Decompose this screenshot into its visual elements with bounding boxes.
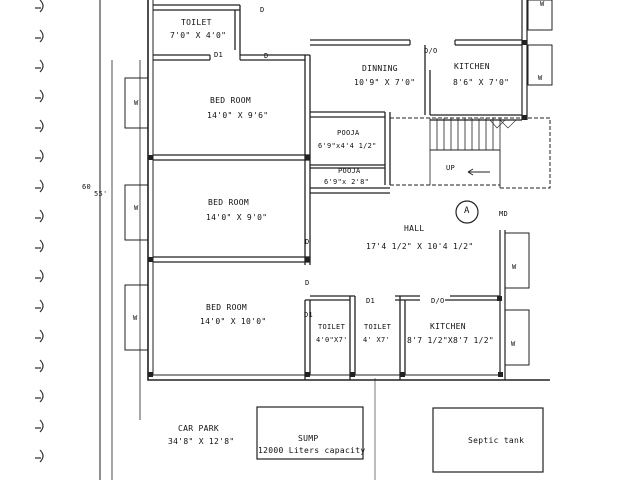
kitchen-top-size: 8'6" X 7'0": [453, 78, 510, 87]
bedroom1-name: BED ROOM: [210, 96, 251, 105]
toilet-b1-size: 4'0"X7': [316, 336, 348, 344]
binder-coil: [35, 0, 44, 463]
kitchen-bottom-size: 8'7 1/2"X8'7 1/2": [407, 336, 494, 345]
main-door-tag: MD: [499, 210, 509, 218]
bedroom2-size: 14'0" X 9'0": [206, 213, 268, 222]
bedroom3-name: BED ROOM: [206, 303, 247, 312]
bedroom1-size: 14'0" X 9'6": [207, 111, 269, 120]
window-tag: W: [538, 74, 543, 82]
pooja1-name: POOJA: [337, 129, 360, 137]
door-d1-tag: D1: [214, 51, 224, 59]
toilet-top-size: 7'0" X 4'0": [170, 31, 227, 40]
septic-tank-name: Septic tank: [468, 436, 525, 445]
hall-size: 17'4 1/2" X 10'4 1/2": [366, 242, 474, 251]
toilet-b2-name: TOILET: [364, 323, 392, 331]
dimension-label: 60: [82, 183, 92, 191]
door-d1-tag: D1: [304, 311, 314, 319]
section-marker-a: A: [464, 206, 470, 216]
sump-size: 12000 Liters capacity: [258, 446, 366, 455]
window-tag: W: [512, 263, 517, 271]
door-do-tag: D/O: [424, 47, 438, 55]
kitchen-bottom-name: KITCHEN: [430, 322, 466, 331]
dinning-name: DINNING: [362, 64, 398, 73]
toilet-b2-size: 4' X7': [363, 336, 391, 344]
window-tag: W: [134, 99, 139, 107]
door-d1-tag: D1: [366, 297, 376, 305]
toilet-top-name: TOILET: [181, 18, 212, 27]
dimension-label-2: 55': [94, 190, 108, 198]
window-tag: W: [540, 0, 545, 8]
kitchen-top-name: KITCHEN: [454, 62, 490, 71]
car-park-name: CAR PARK: [178, 424, 219, 433]
toilet-b1-name: TOILET: [318, 323, 346, 331]
window-tag: W: [133, 314, 138, 322]
pooja1-size: 6'9"x4'4 1/2": [318, 142, 377, 150]
bedroom3-size: 14'0" X 10'0": [200, 317, 267, 326]
sump-name: SUMP: [298, 434, 319, 443]
door-tag: D: [305, 238, 310, 246]
stair-up-label: UP: [446, 164, 456, 172]
dinning-size: 10'9" X 7'0": [354, 78, 416, 87]
bedroom2-name: BED ROOM: [208, 198, 249, 207]
pooja2-name: POOJA: [338, 167, 361, 175]
door-tag: D: [305, 279, 310, 287]
door-do-tag: D/O: [431, 297, 445, 305]
window-tag: W: [134, 204, 139, 212]
door-tag: D: [260, 6, 265, 14]
hall-name: HALL: [404, 224, 425, 233]
pooja2-size: 6'9"x 2'8": [324, 178, 370, 186]
door-tag: D: [264, 52, 269, 60]
car-park-size: 34'8" X 12'8": [168, 437, 235, 446]
window-tag: W: [511, 340, 516, 348]
